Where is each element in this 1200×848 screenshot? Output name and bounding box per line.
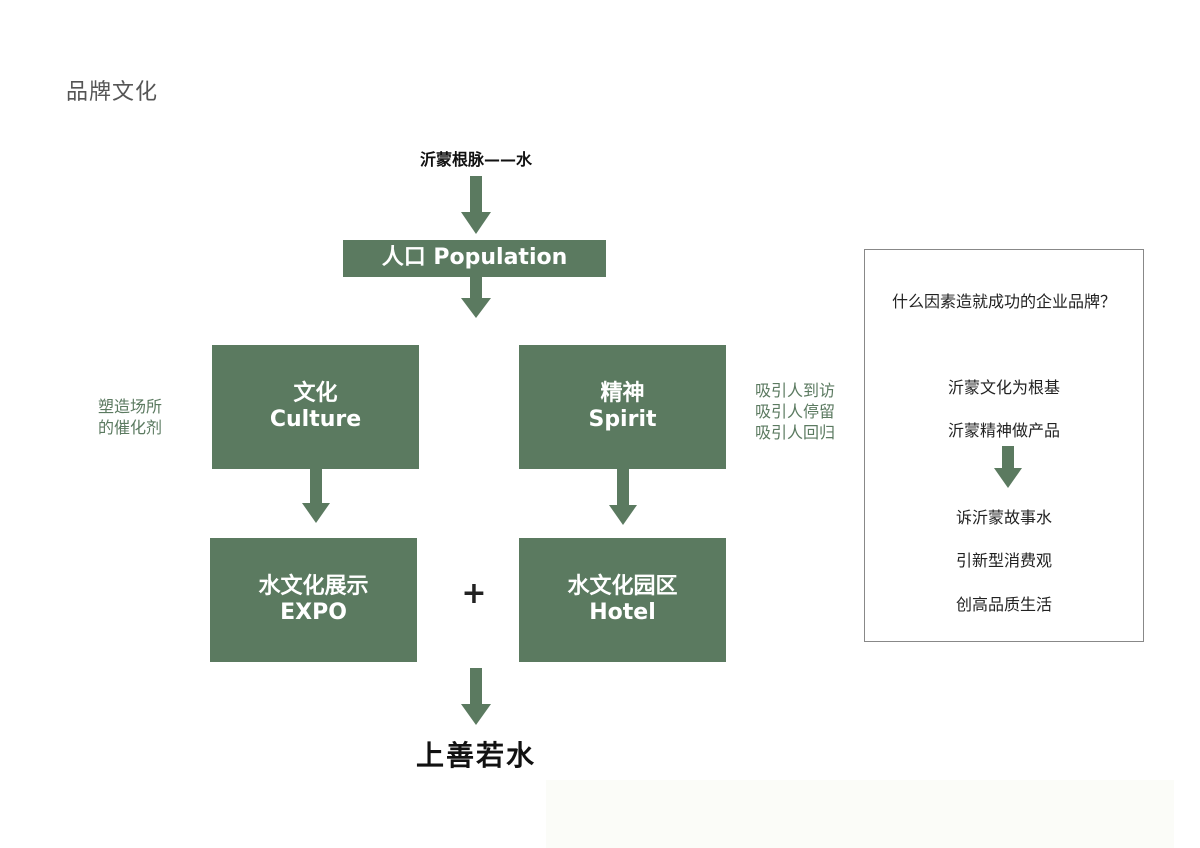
hotel-box: 水文化园区 Hotel [519,538,726,662]
spirit-cn: 精神 [600,380,645,406]
spirit-en: Spirit [588,407,657,432]
right-note-line: 吸引人停留 [755,402,836,421]
question-text: 什么因素造就成功的企业品牌？ [891,292,1116,311]
point-item: 引新型消费观 [955,551,1052,570]
left-note: 塑造场所 的催化剂 [98,396,162,438]
right-note: 吸引人到访 吸引人停留 吸引人回归 [755,380,835,443]
right-note-line: 吸引人回归 [755,423,836,442]
background-strip [546,780,1174,848]
arrow-culture-to-expo-icon [302,469,330,523]
culture-cn: 文化 [293,380,338,406]
left-note-line: 塑造场所 [98,397,163,416]
hotel-cn: 水文化园区 [567,573,678,599]
spirit-box: 精神 Spirit [519,345,726,469]
right-note-line: 吸引人到访 [755,381,836,400]
culture-box: 文化 Culture [212,345,419,469]
left-note-line: 的催化剂 [98,418,163,437]
population-box: 人口 Population [343,240,606,277]
expo-cn: 水文化展示 [258,573,369,599]
page-title: 品牌文化 [66,80,159,105]
question-panel: 什么因素造就成功的企业品牌？ 沂蒙文化为根基 沂蒙精神做产品 诉沂蒙故事水 引新… [864,249,1144,642]
arrow-root-to-population-icon [461,176,491,234]
arrow-spirit-to-hotel-icon [609,469,637,525]
plus-sign: + [461,576,487,611]
point-item: 创高品质生活 [955,595,1052,614]
point-item: 诉沂蒙故事水 [955,508,1052,527]
arrow-population-down-icon [461,277,491,318]
result-label: 上善若水 [415,739,536,772]
point-item: 沂蒙精神做产品 [947,421,1060,440]
point-item: 沂蒙文化为根基 [947,378,1060,397]
hotel-en: Hotel [589,600,656,625]
arrow-panel-down-icon [994,446,1022,488]
arrow-to-result-icon [461,668,491,725]
expo-box: 水文化展示 EXPO [210,538,417,662]
expo-en: EXPO [280,600,347,625]
culture-en: Culture [269,407,362,432]
root-label: 沂蒙根脉——水 [419,150,532,169]
population-label: 人口 Population [381,245,568,271]
